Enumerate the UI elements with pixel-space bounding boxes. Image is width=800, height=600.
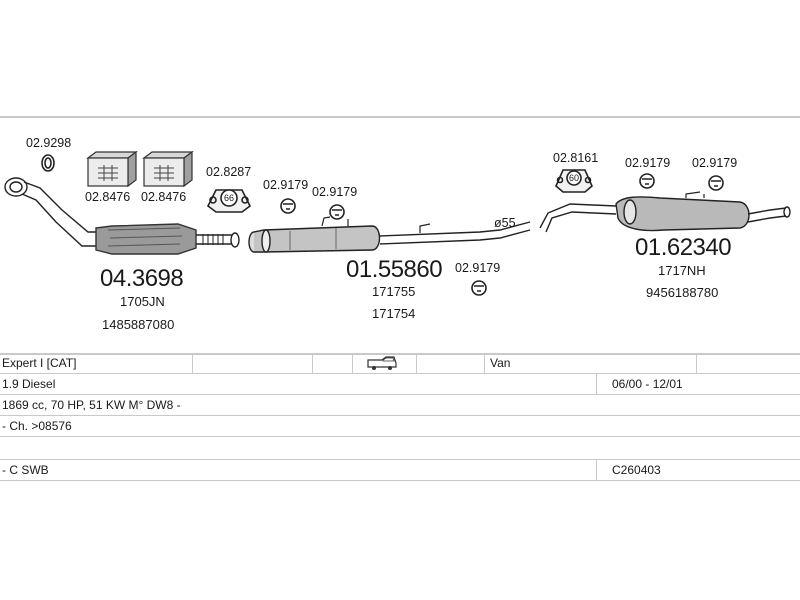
flex-section xyxy=(202,234,224,245)
chassis-cell: - Ch. >08576 xyxy=(2,419,72,433)
table-row: - Ch. >08576 xyxy=(0,416,800,437)
exhaust-mount-icon xyxy=(280,198,296,214)
ring-left-size: 66 xyxy=(224,193,235,203)
catalyst-outlet xyxy=(196,234,232,245)
exhaust-mount-icon xyxy=(639,173,655,189)
front-part-ref1: 1705JN xyxy=(120,294,165,309)
pipe-diameter-label: ø55 xyxy=(494,216,516,230)
middle-silencer xyxy=(248,216,531,253)
table-row: 1869 cc, 70 HP, 51 KW M° DW8 - xyxy=(0,395,800,416)
vehicle-spec-table: Expert I [CAT] Van 1.9 Diesel 06/00 - 12… xyxy=(0,353,800,481)
rear-part-ref1: 1717NH xyxy=(658,263,706,278)
rear-silencer xyxy=(539,191,791,233)
table-row: Expert I [CAT] Van xyxy=(0,353,800,374)
years-cell: 06/00 - 12/01 xyxy=(612,377,683,391)
exhaust-diagram: 02.9298 02.8476 02.8476 02.8287 66 02.91… xyxy=(0,118,800,353)
clamp-icon xyxy=(86,150,138,188)
part-label-mount-e: 02.9179 xyxy=(455,261,501,275)
front-part-ref2: 1485887080 xyxy=(102,317,175,332)
col-divider xyxy=(192,353,193,373)
part-label-clamp-b: 02.8476 xyxy=(141,190,187,204)
top-divider xyxy=(0,116,800,118)
front-flange-hole xyxy=(9,181,23,193)
middle-part-code[interactable]: 01.55860 xyxy=(346,256,443,283)
part-label-mount-d: 02.9179 xyxy=(692,156,738,170)
exhaust-drawing xyxy=(4,150,791,296)
rear-part-code[interactable]: 01.62340 xyxy=(635,234,732,261)
catalyst-body xyxy=(95,223,197,255)
table-row xyxy=(0,437,800,460)
col-divider xyxy=(596,374,597,394)
part-label-gasket: 02.9298 xyxy=(26,136,72,150)
sealing-ring-icon xyxy=(555,169,593,193)
part-label-mount-c: 02.9179 xyxy=(625,156,671,170)
part-label-ring-right: 02.8161 xyxy=(553,151,599,165)
part-label-mount-a: 02.9179 xyxy=(263,178,309,192)
van-icon xyxy=(366,355,398,374)
model-cell: Expert I [CAT] xyxy=(2,356,77,370)
middle-part-ref2: 171754 xyxy=(372,306,416,321)
front-pipe-catalyst xyxy=(4,177,240,255)
engine-detail-cell: 1869 cc, 70 HP, 51 KW M° DW8 - xyxy=(2,398,181,412)
clamp-icon xyxy=(142,150,194,188)
rear-inlet-pipe xyxy=(539,203,617,233)
table-row: 1.9 Diesel 06/00 - 12/01 xyxy=(0,374,800,395)
downpipe-top xyxy=(23,181,96,233)
exhaust-mount-icon xyxy=(329,204,345,220)
variant-cell: - C SWB xyxy=(2,463,49,477)
part-label-mount-b: 02.9179 xyxy=(312,185,358,199)
col-divider xyxy=(352,353,353,373)
col-divider xyxy=(312,353,313,373)
rear-tailpipe xyxy=(747,207,787,223)
rear-part-ref2: 9456188780 xyxy=(646,285,719,300)
col-divider xyxy=(484,353,485,373)
middle-tailpipe xyxy=(379,221,531,245)
front-part-code[interactable]: 04.3698 xyxy=(100,265,184,292)
front-outlet-flange xyxy=(230,232,240,248)
part-label-clamp-a: 02.8476 xyxy=(85,190,131,204)
col-divider xyxy=(596,460,597,480)
middle-part-ref1: 171755 xyxy=(372,284,416,299)
exhaust-mount-icon xyxy=(471,280,487,296)
downpipe-bottom xyxy=(21,193,96,247)
engine-cell: 1.9 Diesel xyxy=(2,377,56,391)
table-top-border xyxy=(0,353,800,355)
catalyst-ribs xyxy=(107,227,183,247)
exhaust-mount-icon xyxy=(708,175,724,191)
ring-right-size: 60 xyxy=(569,173,580,183)
table-row: - C SWB C260403 xyxy=(0,460,800,481)
col-divider xyxy=(696,353,697,373)
gasket-icon xyxy=(41,154,55,172)
front-flange xyxy=(4,177,28,197)
col-divider xyxy=(416,353,417,373)
body-type-cell: Van xyxy=(490,356,511,370)
sealing-ring-icon xyxy=(206,189,252,213)
part-label-ring-left: 02.8287 xyxy=(206,165,252,179)
catalog-code-cell: C260403 xyxy=(612,463,661,477)
